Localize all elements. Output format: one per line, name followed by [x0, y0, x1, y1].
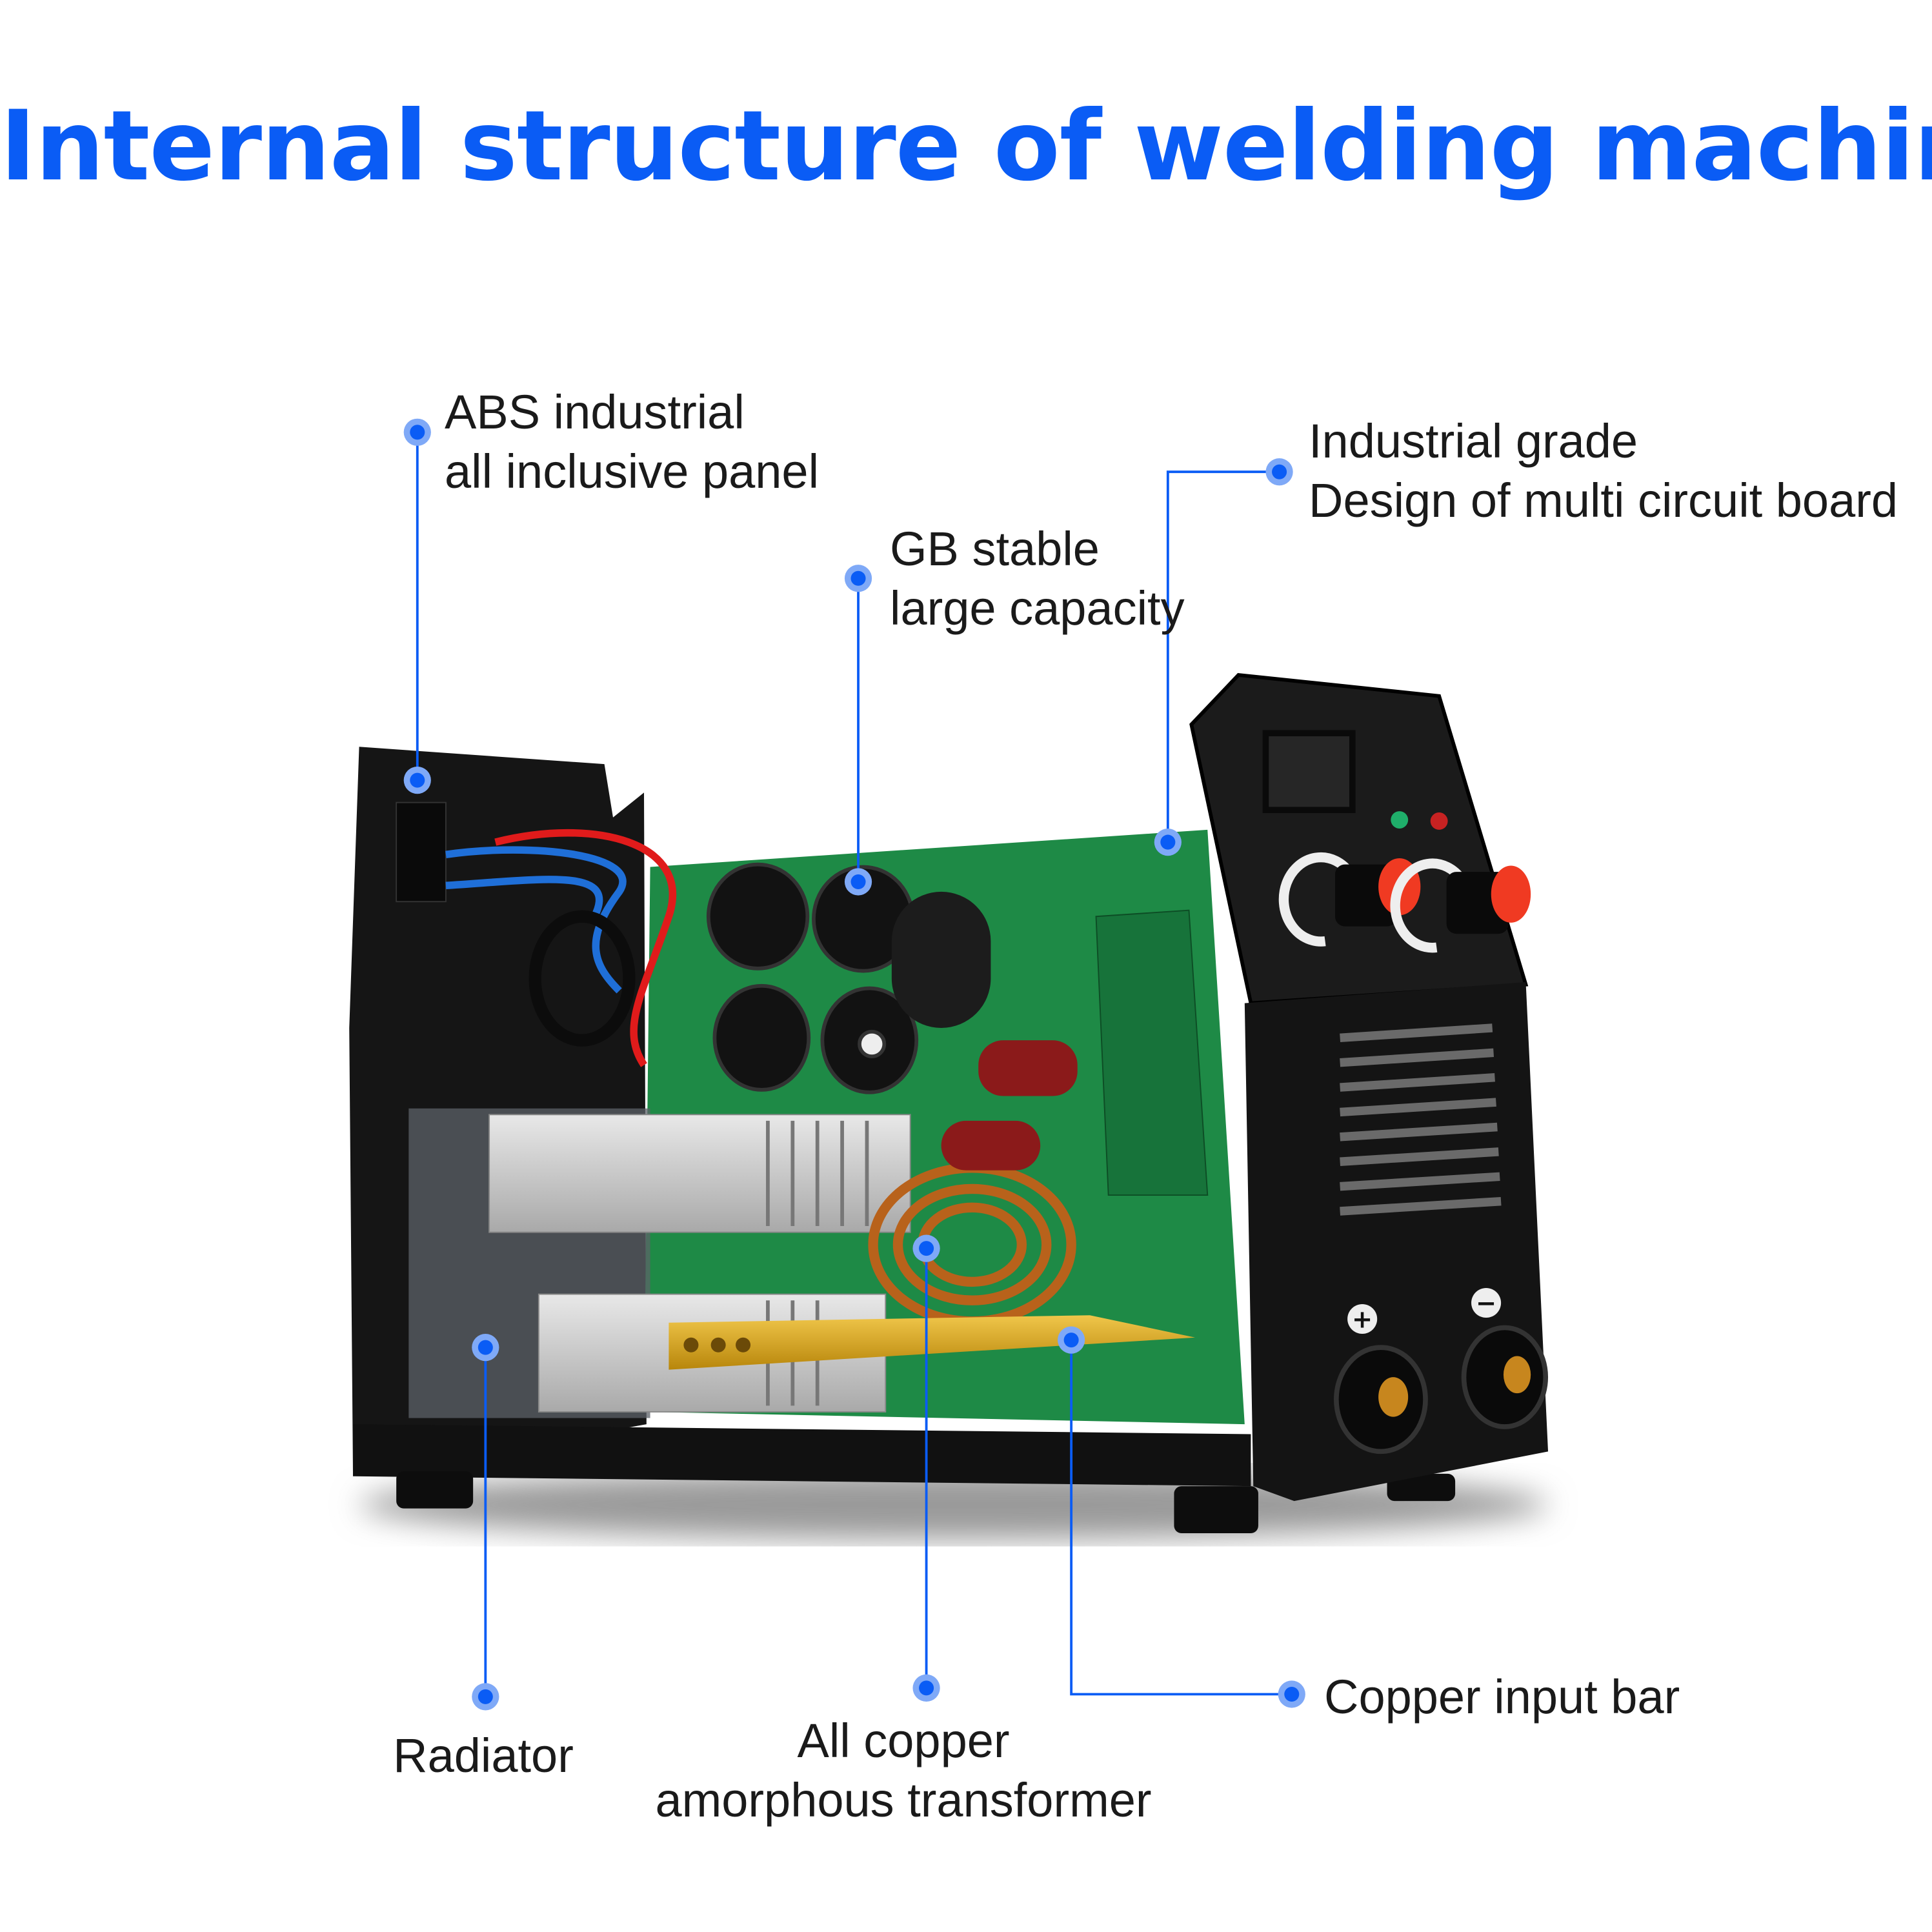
arc-force-knob: [1390, 858, 1531, 953]
callout-line: ABS industrial: [445, 385, 745, 439]
positive-terminal: [1334, 1345, 1428, 1454]
page-title: Internal structure of welding machine: [0, 90, 1932, 203]
control-board: [1095, 909, 1209, 1196]
callout-transformer: All copper amorphous transformer: [655, 1711, 1151, 1830]
dot-icon: [844, 868, 872, 896]
dot-icon: [1265, 458, 1293, 486]
leader-copper-bar: [1070, 1340, 1292, 1696]
circuit-board: [644, 829, 1245, 1425]
power-led: [1391, 811, 1409, 829]
dot-icon: [403, 418, 431, 446]
leader-board: [1166, 470, 1280, 843]
callout-line: Radiator: [393, 1729, 574, 1782]
dot-icon: [912, 1674, 940, 1702]
dot-icon: [1278, 1680, 1305, 1708]
film-capacitor: [941, 1120, 1041, 1171]
callout-line: Industrial grade: [1309, 414, 1638, 468]
dot-icon: [1154, 828, 1182, 856]
heatsink-fins: [766, 1120, 869, 1406]
callout-line: Copper input bar: [1324, 1670, 1680, 1724]
foot: [396, 1471, 474, 1509]
callout-abs-panel: ABS industrial all inclusive panel: [445, 383, 819, 501]
copper-bar-bolts: [683, 1337, 751, 1353]
dot-icon: [472, 1334, 499, 1362]
callout-dots: [403, 418, 1305, 1711]
red-wire: [494, 829, 677, 1067]
negative-terminal: [1461, 1325, 1549, 1429]
callout-line: GB stable: [890, 522, 1100, 576]
callout-line: All copper: [797, 1714, 1010, 1767]
callout-line: amorphous transformer: [655, 1773, 1152, 1827]
dot-icon: [403, 767, 431, 794]
leader-lines: [416, 432, 1292, 1697]
callout-line: Design of multi circuit board: [1309, 474, 1898, 527]
plus-badge: [1347, 1303, 1378, 1334]
dot-icon: [912, 1234, 940, 1262]
callout-circuit-board: Industrial grade Design of multi circuit…: [1309, 412, 1898, 530]
film-capacitor: [978, 1040, 1078, 1096]
vent-grille: [1340, 1023, 1502, 1216]
callout-line: large capacity: [890, 581, 1185, 635]
minus-badge: [1471, 1288, 1502, 1318]
callout-radiator: Radiator: [393, 1726, 574, 1786]
capacitor-bank: [891, 891, 991, 1028]
plus-sign: +: [1352, 1305, 1373, 1334]
front-panel-upper: [1189, 672, 1529, 1005]
inductor: [528, 910, 636, 1047]
foot: [1387, 1473, 1456, 1502]
foot: [1174, 1486, 1258, 1534]
callout-line: all inclusive panel: [445, 445, 820, 498]
blue-wire: [445, 876, 603, 918]
dot-icon: [472, 1683, 499, 1711]
callout-capacitor: GB stable large capacity: [890, 519, 1185, 638]
callout-copper-bar: Copper input bar: [1324, 1667, 1680, 1727]
fault-led: [1430, 812, 1448, 830]
dot-icon: [844, 565, 872, 592]
current-meter-display: [1262, 730, 1356, 813]
capacitors: [706, 862, 919, 1094]
heatsink: [488, 1114, 911, 1233]
switch: [396, 801, 447, 903]
bottom-rail: [352, 1424, 1251, 1487]
minus-sign: −: [1476, 1289, 1496, 1318]
dot-icon: [1058, 1326, 1085, 1354]
blue-wire: [445, 846, 627, 994]
